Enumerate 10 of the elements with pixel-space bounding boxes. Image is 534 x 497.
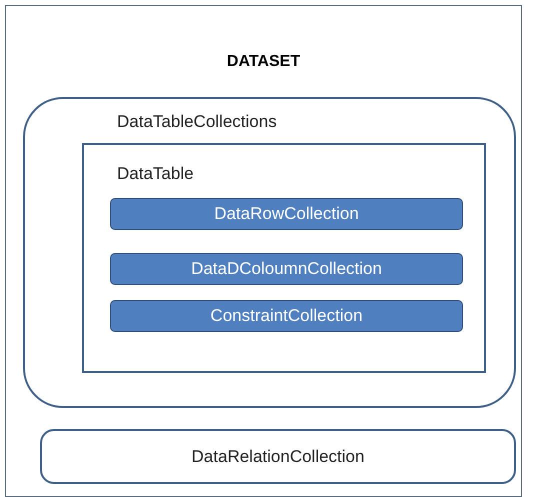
- table-container: [82, 143, 486, 373]
- collection-bar: DataDColoumnCollection: [110, 253, 463, 285]
- collection-bar: ConstraintCollection: [110, 300, 463, 332]
- collection-container: [23, 97, 516, 408]
- container-title: DataTableCollections: [117, 111, 277, 133]
- container-title: DATASET: [226, 52, 302, 72]
- dataset-container: [5, 5, 522, 497]
- collection-bar: DataRowCollection: [110, 198, 463, 230]
- collection-box: DataRelationCollection: [40, 429, 516, 484]
- container-title: DataTable: [117, 163, 194, 185]
